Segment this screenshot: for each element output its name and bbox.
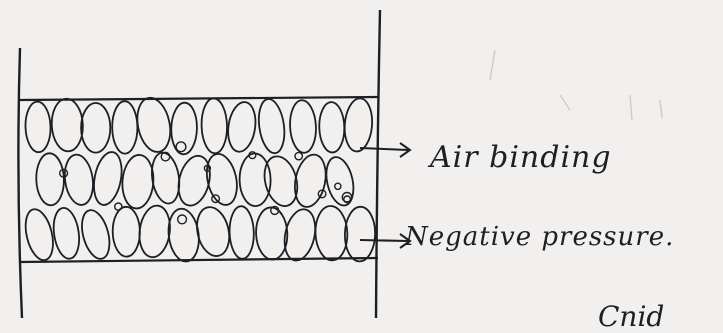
sand-grain (171, 102, 198, 154)
left-wall (18, 48, 22, 318)
background-scribble (490, 50, 662, 120)
sand-grain (256, 97, 288, 154)
sand-grain (112, 207, 140, 257)
sand-grain (255, 207, 288, 260)
arrows-group (360, 143, 410, 248)
sand-grain (21, 206, 58, 262)
sand-grain (121, 154, 156, 210)
air-bubble (178, 215, 187, 224)
air-bubble (295, 152, 302, 159)
sand-grain (225, 100, 258, 153)
sand-grain (25, 101, 51, 152)
air-bubble (115, 203, 122, 210)
sand-grain (319, 102, 345, 153)
sand-grain (77, 207, 114, 262)
sand-grain (51, 206, 83, 260)
sand-grain (90, 150, 126, 208)
bed-bottom-line (20, 258, 378, 262)
negative-pressure-label: Negative pressure. (405, 222, 674, 252)
sand-grain (239, 153, 271, 206)
sand-grain (314, 205, 348, 261)
sand-grain (133, 95, 175, 155)
right-wall (376, 10, 380, 318)
negative-pressure-arrow (360, 240, 408, 241)
sand-grain (112, 101, 138, 154)
sand-grain (51, 98, 84, 152)
bed-top-line (20, 97, 378, 100)
sand-grain (81, 103, 110, 153)
bottom-text-fragment: Cnid (598, 300, 664, 333)
sand-grains-group (21, 95, 376, 263)
sand-grain (280, 206, 320, 263)
sand-grain (322, 155, 357, 209)
sand-grain (344, 206, 376, 261)
sand-grain (137, 204, 173, 259)
air-bubble (335, 183, 341, 189)
sand-grain (343, 97, 374, 152)
air-bubble (176, 142, 186, 152)
sand-grain (202, 151, 241, 208)
sand-grain (62, 153, 96, 207)
air-binding-label: Air binding (430, 140, 612, 175)
sand-grain (35, 153, 64, 206)
sand-grain (229, 206, 255, 259)
sand-grain (201, 98, 228, 154)
air-binding-arrow (360, 148, 408, 150)
sand-grain (289, 100, 317, 154)
